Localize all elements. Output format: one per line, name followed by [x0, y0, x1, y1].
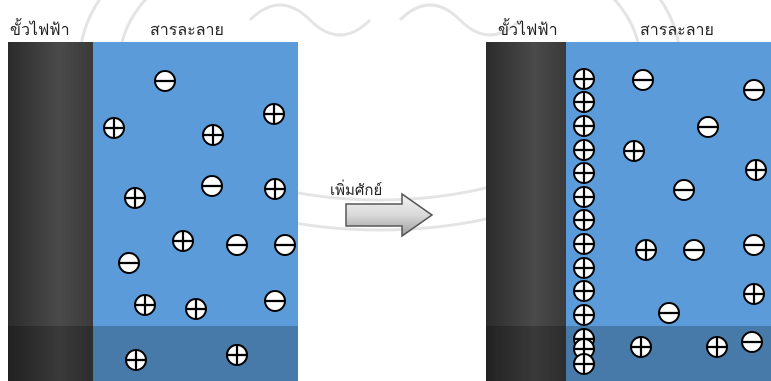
negative-ion-icon — [658, 302, 680, 324]
right-solution-label: สารละลาย — [640, 22, 714, 39]
negative-ion-icon — [743, 234, 765, 256]
positive-ion-icon — [573, 68, 595, 90]
positive-ion-icon — [630, 336, 652, 358]
positive-ion-icon — [103, 117, 125, 139]
right-arrow-icon — [345, 192, 434, 238]
arrow-label: เพิ่มศักย์ — [330, 182, 383, 199]
negative-ion-icon — [743, 79, 765, 101]
positive-ion-icon — [743, 283, 765, 305]
negative-ion-icon — [154, 70, 176, 92]
positive-ion-icon — [706, 336, 728, 358]
positive-ion-icon — [573, 209, 595, 231]
left-electrode-label: ขั้วไฟฟ้า — [10, 22, 70, 39]
positive-ion-icon — [185, 298, 207, 320]
right-solution — [566, 42, 771, 381]
positive-ion-icon — [134, 294, 156, 316]
left-electrode — [8, 42, 93, 381]
positive-ion-icon — [635, 239, 657, 261]
positive-ion-icon — [573, 304, 595, 326]
positive-ion-icon — [573, 139, 595, 161]
negative-ion-icon — [264, 290, 286, 312]
left-bottom-shade — [8, 326, 298, 381]
positive-ion-icon — [573, 257, 595, 279]
right-panel — [486, 42, 771, 381]
positive-ion-icon — [264, 178, 286, 200]
positive-ion-icon — [573, 233, 595, 255]
left-ion-layer — [103, 70, 296, 371]
right-electrode-label: ขั้วไฟฟ้า — [498, 22, 558, 39]
positive-ion-icon — [573, 186, 595, 208]
negative-ion-icon — [118, 252, 140, 274]
left-panel — [8, 42, 298, 381]
left-solution — [93, 42, 298, 381]
negative-ion-icon — [683, 239, 705, 261]
positive-ion-icon — [573, 115, 595, 137]
positive-ion-icon — [124, 187, 146, 209]
negative-ion-icon — [226, 234, 248, 256]
positive-ion-icon — [573, 280, 595, 302]
positive-ion-icon — [573, 353, 595, 375]
positive-ion-icon — [573, 162, 595, 184]
positive-ion-icon — [745, 159, 767, 181]
positive-ion-icon — [263, 103, 285, 125]
negative-ion-icon — [201, 175, 223, 197]
right-electrode — [486, 42, 566, 381]
positive-ion-icon — [125, 349, 147, 371]
positive-ion-icon — [226, 344, 248, 366]
negative-ion-icon — [274, 234, 296, 256]
negative-ion-icon — [632, 69, 654, 91]
positive-ion-icon — [623, 140, 645, 162]
positive-ion-icon — [573, 91, 595, 113]
positive-ion-icon — [202, 124, 224, 146]
left-solution-label: สารละลาย — [150, 22, 224, 39]
negative-ion-icon — [741, 331, 763, 353]
negative-ion-icon — [697, 116, 719, 138]
negative-ion-icon — [673, 179, 695, 201]
positive-ion-icon — [172, 230, 194, 252]
right-ion-layer — [573, 68, 767, 375]
